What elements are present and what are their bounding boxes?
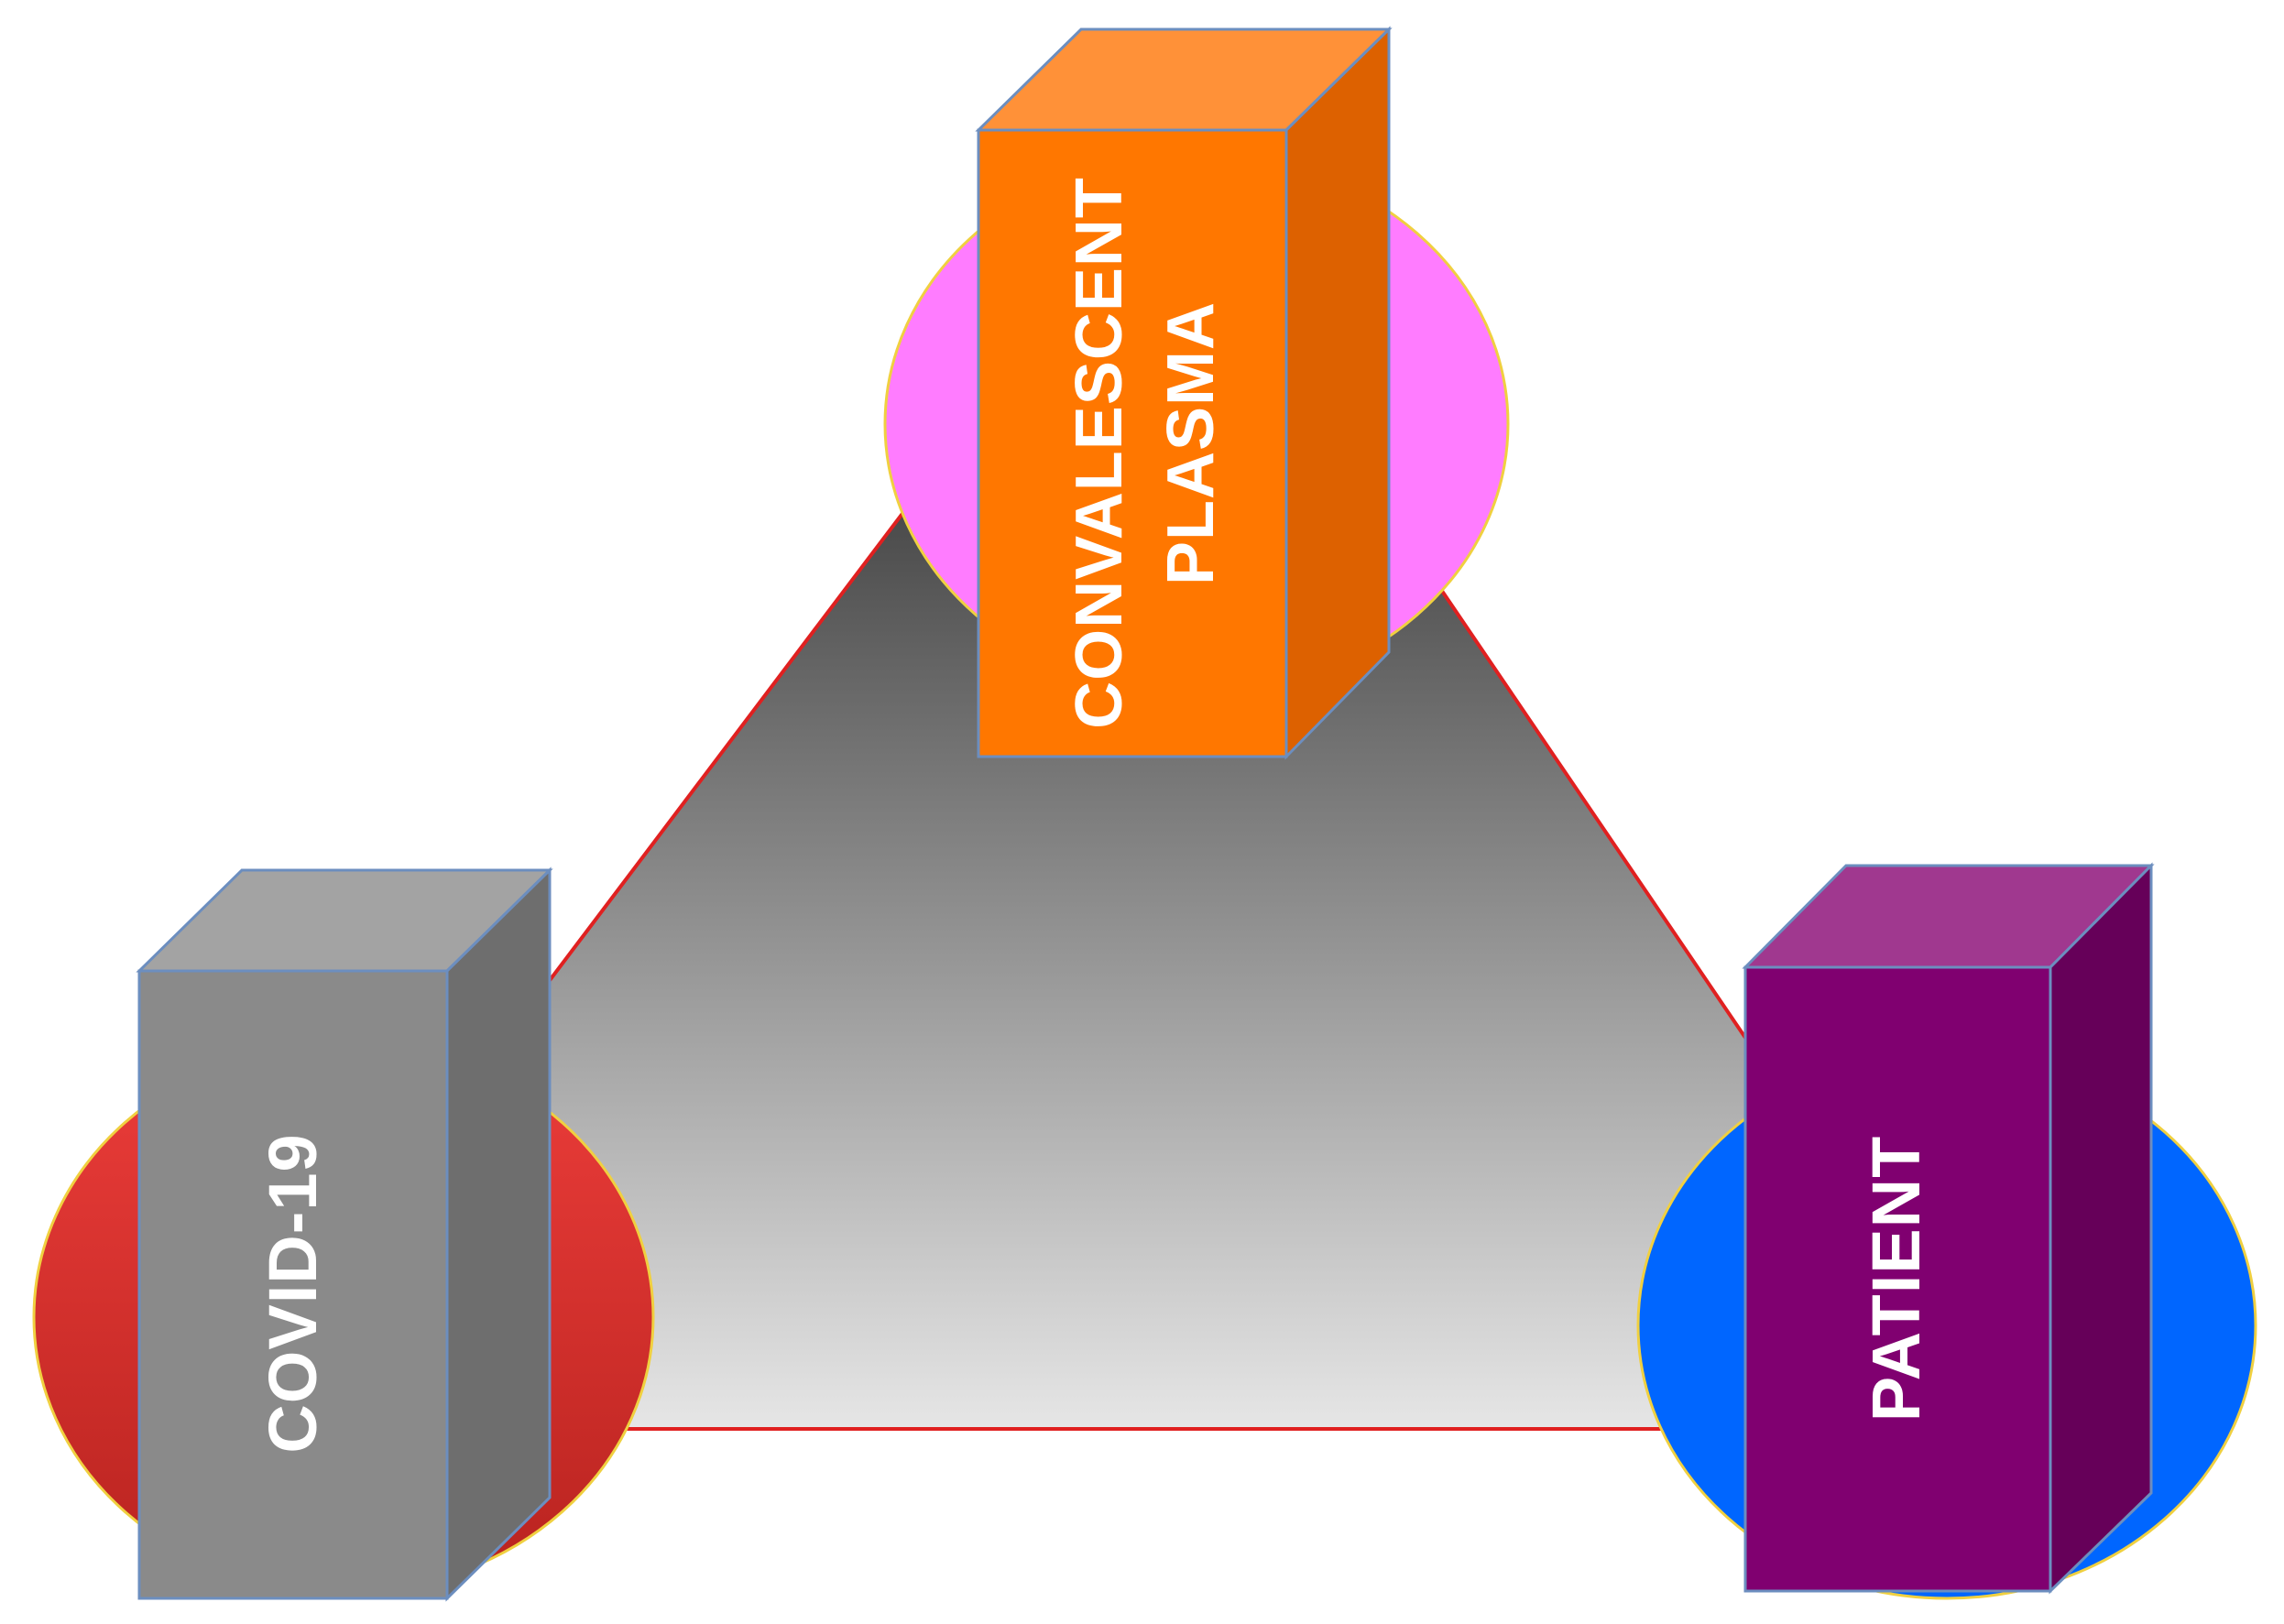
node-convalescent-plasma-label-line2: PLASMA	[1154, 301, 1228, 585]
node-covid-19-box-front	[137, 969, 449, 1600]
node-covid-19: COVID-19	[32, 866, 655, 1602]
node-patient-box-side	[2049, 862, 2153, 1595]
node-covid-19-label: COVID-19	[255, 1133, 331, 1453]
svg-text:PATIENT: PATIENT	[1858, 1136, 1934, 1422]
node-convalescent-plasma-box-side	[1284, 26, 1391, 760]
node-convalescent-plasma-label-line1: CONVALESCENT	[1063, 177, 1136, 729]
node-convalescent-plasma: CONVALESCENT PLASMA	[883, 26, 1510, 760]
svg-text:COVID-19: COVID-19	[255, 1133, 331, 1453]
triangle-background	[206, 170, 2015, 1431]
node-covid-19-box-side	[445, 866, 552, 1602]
node-patient-box-front	[1743, 965, 2052, 1593]
svg-text:CONVALESCENT PLASMA: CONVALESCENT PLASMA	[1063, 158, 1228, 729]
node-convalescent-plasma-box-front	[977, 128, 1288, 758]
node-patient: PATIENT	[1636, 862, 2257, 1600]
node-patient-label: PATIENT	[1858, 1136, 1934, 1422]
